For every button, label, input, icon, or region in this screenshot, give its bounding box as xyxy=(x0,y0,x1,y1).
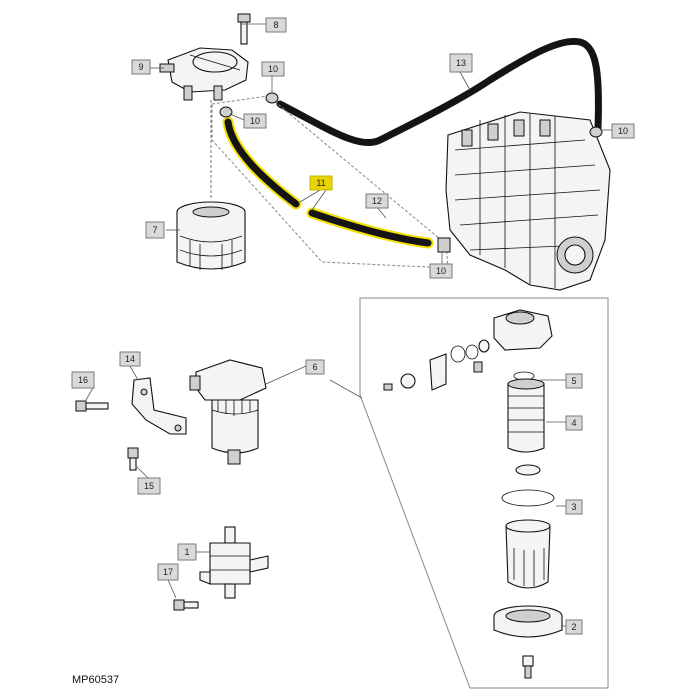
svg-text:1: 1 xyxy=(184,547,189,557)
injection-pump xyxy=(445,111,611,291)
callout-8: 8 xyxy=(265,17,287,33)
callout-17: 17 xyxy=(157,563,179,581)
svg-text:8: 8 xyxy=(273,20,278,30)
svg-text:10: 10 xyxy=(436,266,446,276)
fuel-hose-11-upper xyxy=(224,118,300,208)
clamp-10-left xyxy=(219,106,233,118)
svg-text:13: 13 xyxy=(456,58,466,68)
svg-text:14: 14 xyxy=(125,354,135,364)
callout-14: 14 xyxy=(119,351,141,367)
callout-10-bottom: 10 xyxy=(429,263,453,279)
fuel-hose-13 xyxy=(276,37,602,147)
filter-assembly-6 xyxy=(189,359,267,465)
bolt-15 xyxy=(127,447,139,471)
callout-6: 6 xyxy=(305,359,325,375)
svg-text:16: 16 xyxy=(78,375,88,385)
callout-5: 5 xyxy=(565,373,583,389)
callout-11: 11 xyxy=(309,175,333,191)
callout-10-right: 10 xyxy=(611,123,635,139)
callout-7: 7 xyxy=(145,221,165,239)
svg-text:7: 7 xyxy=(152,225,157,235)
bolt-16 xyxy=(75,400,109,412)
callout-10-top: 10 xyxy=(261,61,285,77)
clamp-10-top xyxy=(265,92,279,104)
svg-text:11: 11 xyxy=(316,178,325,188)
svg-text:2: 2 xyxy=(571,622,576,632)
callout-2: 2 xyxy=(565,619,583,635)
callout-4: 4 xyxy=(565,415,583,431)
callout-3: 3 xyxy=(565,499,583,515)
bolt-17 xyxy=(173,599,199,611)
fuel-pump-top xyxy=(159,47,249,101)
callout-10-left: 10 xyxy=(243,113,267,129)
electric-fuel-pump-1 xyxy=(199,526,269,599)
callout-1: 1 xyxy=(177,543,197,561)
callout-13: 13 xyxy=(449,53,473,73)
fuel-hose-11-lower xyxy=(308,209,432,247)
callout-9: 9 xyxy=(131,59,151,75)
figure-code: MP60537 xyxy=(72,674,120,686)
clamp-10-bottom xyxy=(437,237,451,253)
svg-text:4: 4 xyxy=(571,418,576,428)
bolt-8 xyxy=(237,13,251,45)
svg-text:15: 15 xyxy=(144,481,154,491)
exploded-view-frame xyxy=(359,297,609,689)
exploded-filter-parts xyxy=(383,309,563,679)
svg-text:17: 17 xyxy=(163,567,173,577)
callout-15: 15 xyxy=(137,477,161,495)
svg-text:10: 10 xyxy=(618,126,628,136)
leader-lines xyxy=(85,23,612,627)
svg-text:3: 3 xyxy=(571,502,576,512)
svg-text:6: 6 xyxy=(312,362,317,372)
svg-text:12: 12 xyxy=(372,196,382,206)
svg-text:10: 10 xyxy=(268,64,278,74)
svg-text:10: 10 xyxy=(250,116,260,126)
bracket-14 xyxy=(131,377,187,435)
svg-text:5: 5 xyxy=(571,376,576,386)
callout-12: 12 xyxy=(365,193,389,209)
svg-text:9: 9 xyxy=(138,62,143,72)
clamp-10-right xyxy=(589,126,603,138)
callout-16: 16 xyxy=(71,371,95,389)
fuel-filter-7 xyxy=(176,201,246,270)
